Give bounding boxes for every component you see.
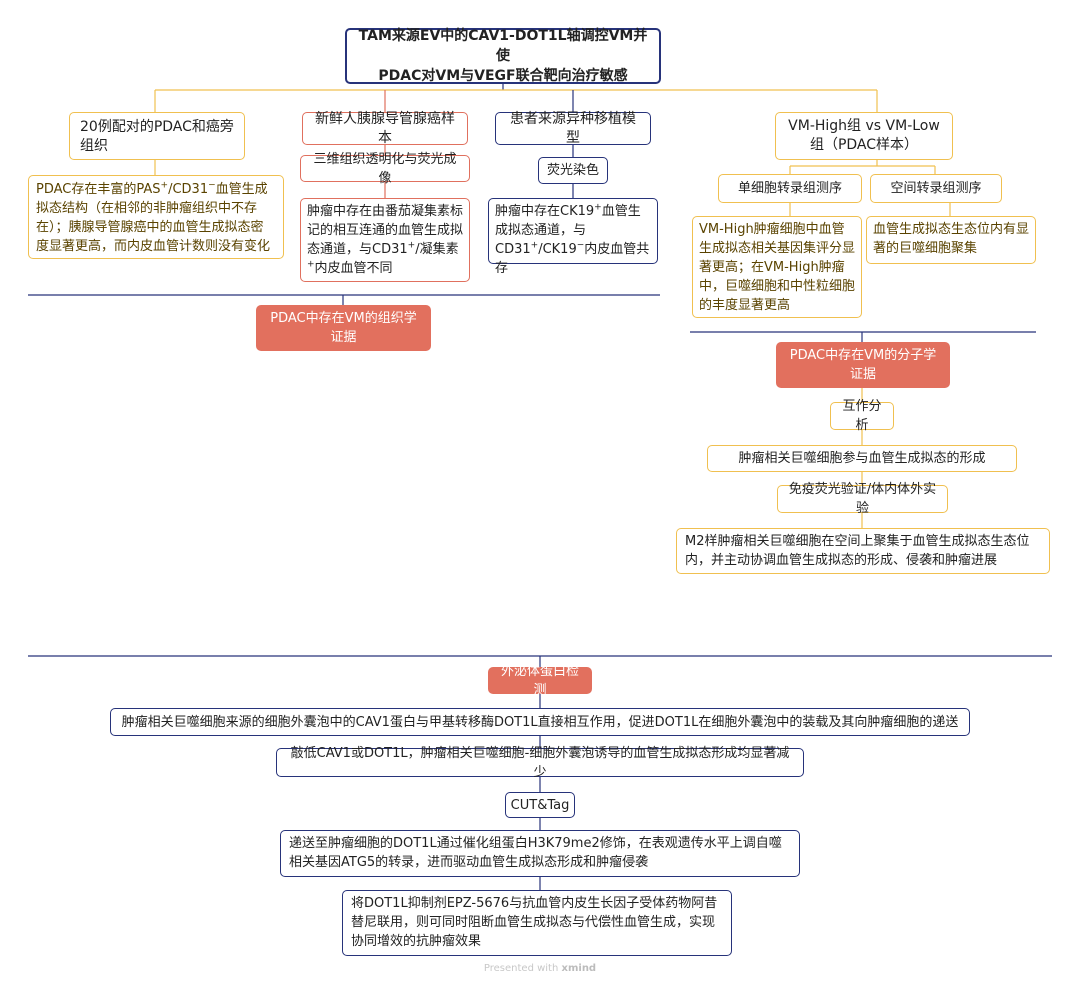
molecular-step-1[interactable]: 互作分析 [830,399,894,433]
branch4-title: VM-High组 vs VM-Low组（PDAC样本） [788,118,940,153]
branch1-detail[interactable]: PDAC存在丰富的PAS+/CD31−血管生成拟态结构（在相邻的非肿瘤组织中不存… [28,175,284,259]
branch3-detail-text: 肿瘤中存在CK19 [495,204,595,219]
root-topic[interactable]: TAM来源EV中的CAV1-DOT1L轴调控VM并使 PDAC对VM与VEGF联… [345,28,661,84]
root-topic-line1: TAM来源EV中的CAV1-DOT1L轴调控VM并使 [358,28,648,64]
exosome-step-5[interactable]: 将DOT1L抑制剂EPZ-5676与抗血管内皮生长因子受体药物阿昔替尼联用，则可… [342,890,732,956]
exosome-detection-badge[interactable]: 外泌体蛋白检测 [488,664,592,698]
branch3-detail-text: 血管生成拟态通道，与CD31 [495,204,641,257]
molecular-evidence-label: PDAC中存在VM的分子学证据 [789,348,937,382]
branch2-method[interactable]: 三维组织透明化与荧光成像 [300,152,470,186]
branch3-detail[interactable]: 肿瘤中存在CK19+血管生成拟态通道，与CD31+/CK19−内皮血管共存 [488,198,658,276]
molecular-evidence-badge[interactable]: PDAC中存在VM的分子学证据 [776,342,950,388]
branch3-detail-sup: + [594,202,602,213]
branch3-detail-sup: + [530,240,539,251]
branch1-title: 20例配对的PDAC和癌旁组织 [80,119,234,154]
branch2-topic[interactable]: 新鲜人胰腺导管腺癌样本 [302,110,468,146]
molecular-step-2-label: 肿瘤相关巨噬细胞参与血管生成拟态的形成 [738,451,986,466]
exosome-step-3-label: CUT&Tag [510,797,570,813]
branch1-detail-text: PDAC存在丰富的PAS [36,182,161,197]
branch3-detail-text: 内皮血管共存 [495,242,650,276]
branch1-detail-sup: − [208,180,216,191]
branch2-detail[interactable]: 肿瘤中存在由番茄凝集素标记的相互连通的血管生成拟态通道，与CD31+/凝集素+内… [300,198,470,282]
branch2-detail-text: 肿瘤中存在由番茄凝集素标记的相互连通的血管生成拟态通道，与CD31 [307,204,464,257]
branch2-method-label: 三维组织透明化与荧光成像 [313,151,457,186]
branch2-detail-sup: + [407,240,416,251]
footer-credit: Presented with xmind [0,963,1080,974]
branch3-method[interactable]: 荧光染色 [538,157,608,184]
exosome-step-4[interactable]: 递送至肿瘤细胞的DOT1L通过催化组蛋白H3K79me2修饰，在表观遗传水平上调… [280,830,800,877]
branch1-topic[interactable]: 20例配对的PDAC和癌旁组织 [69,112,245,160]
branch1-detail-text: 血管生成拟态结构（在相邻的非肿瘤组织中不存在）；胰腺导管腺癌中的血管生成拟态密度… [36,182,271,254]
branch4-method-b[interactable]: 空间转录组测序 [870,174,1002,203]
molecular-step-3[interactable]: 免疫荧光验证/体内体外实验 [777,482,948,516]
branch4-method-b-label: 空间转录组测序 [890,181,982,196]
branch2-detail-text: /凝集素 [415,242,459,257]
molecular-step-1-label: 互作分析 [842,399,882,433]
footer-text: Presented with [483,963,559,974]
branch2-detail-sup: + [307,259,315,270]
footer-brand: xmind [561,963,597,974]
branch1-detail-sup: + [160,180,169,191]
molecular-step-2[interactable]: 肿瘤相关巨噬细胞参与血管生成拟态的形成 [707,445,1017,472]
molecular-step-4[interactable]: M2样肿瘤相关巨噬细胞在空间上聚集于血管生成拟态生态位内，并主动协调血管生成拟态… [676,528,1050,574]
exosome-step-3[interactable]: CUT&Tag [505,792,575,818]
histology-evidence-label: PDAC中存在VM的组织学证据 [270,311,417,345]
branch4-method-a-label: 单细胞转录组测序 [737,181,842,196]
exosome-step-2[interactable]: 敲低CAV1或DOT1L，肿瘤相关巨噬细胞-细胞外囊泡诱导的血管生成拟态形成均显… [276,746,804,780]
branch4-detail-a[interactable]: VM-High肿瘤细胞中血管生成拟态相关基因集评分显著更高；在VM-High肿瘤… [692,216,862,318]
exosome-step-4-label: 递送至肿瘤细胞的DOT1L通过催化组蛋白H3K79me2修饰，在表观遗传水平上调… [289,836,782,870]
branch2-title: 新鲜人胰腺导管腺癌样本 [315,110,455,146]
branch3-topic[interactable]: 患者来源异种移植模型 [495,110,651,146]
link-b4-split [789,160,936,174]
branch3-detail-sup: − [576,240,585,251]
branch3-detail-text: /CK19 [538,242,577,257]
exosome-step-1-label: 肿瘤相关巨噬细胞来源的细胞外囊泡中的CAV1蛋白与甲基转移酶DOT1L直接相互作… [121,714,959,730]
exosome-step-1[interactable]: 肿瘤相关巨噬细胞来源的细胞外囊泡中的CAV1蛋白与甲基转移酶DOT1L直接相互作… [110,708,970,736]
branch3-method-label: 荧光染色 [547,163,600,178]
branch4-detail-a-text: VM-High肿瘤细胞中血管生成拟态相关基因集评分显著更高；在VM-High肿瘤… [699,222,856,313]
branch4-method-a[interactable]: 单细胞转录组测序 [718,174,862,203]
histology-evidence-badge[interactable]: PDAC中存在VM的组织学证据 [256,305,431,351]
exosome-step-2-label: 敲低CAV1或DOT1L，肿瘤相关巨噬细胞-细胞外囊泡诱导的血管生成拟态形成均显… [290,745,790,780]
root-topic-line2: PDAC对VM与VEGF联合靶向治疗敏感 [378,68,628,84]
branch4-topic[interactable]: VM-High组 vs VM-Low组（PDAC样本） [775,112,953,160]
branch3-title: 患者来源异种移植模型 [510,110,636,146]
exosome-step-5-label: 将DOT1L抑制剂EPZ-5676与抗血管内皮生长因子受体药物阿昔替尼联用，则可… [351,896,718,949]
branch1-detail-text: /CD31 [168,182,209,197]
branch4-detail-b-text: 血管生成拟态生态位内有显著的巨噬细胞聚集 [873,222,1030,256]
branch4-detail-b[interactable]: 血管生成拟态生态位内有显著的巨噬细胞聚集 [866,216,1036,264]
branch2-detail-text: 内皮血管不同 [314,261,393,276]
exosome-detection-label: 外泌体蛋白检测 [500,663,579,698]
molecular-step-4-label: M2样肿瘤相关巨噬细胞在空间上聚集于血管生成拟态生态位内，并主动协调血管生成拟态… [685,534,1030,568]
link-b4-details [789,203,951,216]
molecular-step-3-label: 免疫荧光验证/体内体外实验 [788,482,937,516]
